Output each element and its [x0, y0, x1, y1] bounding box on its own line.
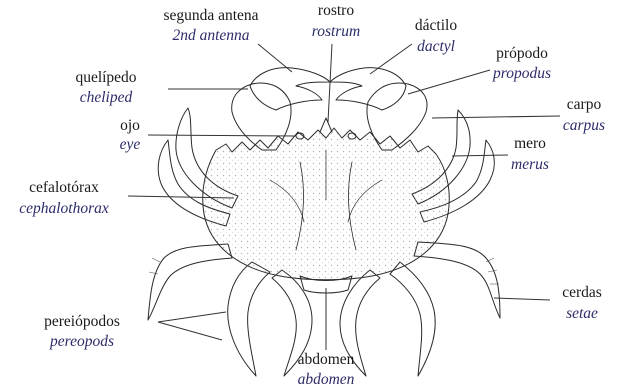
- label-mero-es: mero: [514, 135, 546, 152]
- label-quelipedo-es: quelípedo: [75, 69, 136, 86]
- label-segunda-antena-es: segunda antena: [163, 7, 258, 24]
- label-ojo-es: ojo: [120, 117, 140, 134]
- label-abdomen-es: abdomen: [298, 351, 355, 368]
- label-pereiopodos-es: pereiópodos: [44, 313, 120, 330]
- label-dactilo-en: dactyl: [417, 38, 455, 55]
- label-rostro-en: rostrum: [312, 23, 361, 40]
- leader-ojo: [148, 135, 296, 136]
- label-abdomen-en: abdomen: [298, 371, 355, 388]
- label-cefalotorax-es: cefalotórax: [29, 179, 99, 196]
- label-cefalotorax-en: cephalothorax: [19, 200, 109, 217]
- cephalothorax-shell: [203, 128, 450, 280]
- leader-segunda-antena: [258, 44, 292, 72]
- label-rostro-es: rostro: [318, 2, 354, 19]
- label-dactilo-es: dáctilo: [415, 17, 457, 34]
- label-carpo-en: carpus: [563, 117, 605, 134]
- label-segunda-antena-en: 2nd antenna: [172, 27, 249, 44]
- leader-pereiopodos-2: [158, 322, 222, 340]
- label-propodo-en: propodus: [492, 65, 551, 82]
- label-cerdas-en: setae: [566, 305, 598, 322]
- leader-mero: [452, 155, 508, 156]
- label-pereiopodos-en: pereopods: [49, 333, 114, 350]
- crab-illustration: [148, 68, 500, 376]
- label-carpo-es: carpo: [567, 96, 602, 113]
- label-propodo-es: própodo: [496, 45, 548, 62]
- leader-propodo: [408, 70, 490, 94]
- label-cerdas-es: cerdas: [562, 284, 602, 301]
- leader-pereiopodos: [158, 312, 226, 322]
- leader-dactilo: [370, 44, 412, 74]
- label-mero-en: merus: [511, 156, 549, 173]
- label-ojo-en: eye: [120, 136, 141, 153]
- leader-cerdas: [494, 298, 550, 300]
- leader-rostro: [328, 44, 332, 122]
- leader-carpo: [432, 116, 560, 118]
- label-quelipedo-en: cheliped: [80, 89, 133, 106]
